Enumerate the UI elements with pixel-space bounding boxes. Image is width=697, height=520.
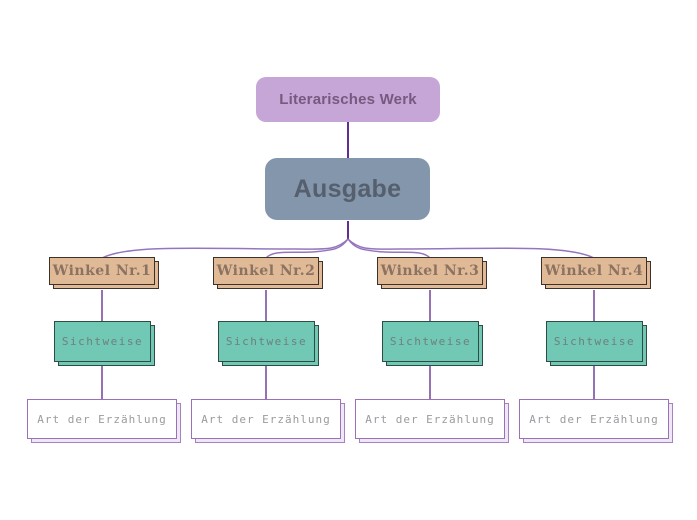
node-sichtweise-3[interactable]: Sichtweise [382,321,479,362]
node-art-der-erzaehlung-1[interactable]: Art der Erzählung [27,399,177,439]
node-sichtweise-1[interactable]: Sichtweise [54,321,151,362]
node-art-der-erzaehlung-2[interactable]: Art der Erzählung [191,399,341,439]
edge-edition-winkel-2 [265,238,349,259]
node-winkel-2[interactable]: Winkel Nr.2 [213,257,319,285]
node-winkel-3[interactable]: Winkel Nr.3 [377,257,483,285]
node-literarisches-werk[interactable]: Literarisches Werk [256,77,440,122]
node-winkel-1[interactable]: Winkel Nr.1 [49,257,155,285]
node-art-der-erzaehlung-4[interactable]: Art der Erzählung [519,399,669,439]
node-art-der-erzaehlung-3[interactable]: Art der Erzählung [355,399,505,439]
edge-edition-winkel-3 [347,238,431,259]
edge-edition-winkel-1 [101,238,349,259]
edge-edition-winkel-4 [347,238,595,259]
node-sichtweise-4[interactable]: Sichtweise [546,321,643,362]
node-winkel-4[interactable]: Winkel Nr.4 [541,257,647,285]
node-ausgabe[interactable]: Ausgabe [265,158,430,220]
node-sichtweise-2[interactable]: Sichtweise [218,321,315,362]
